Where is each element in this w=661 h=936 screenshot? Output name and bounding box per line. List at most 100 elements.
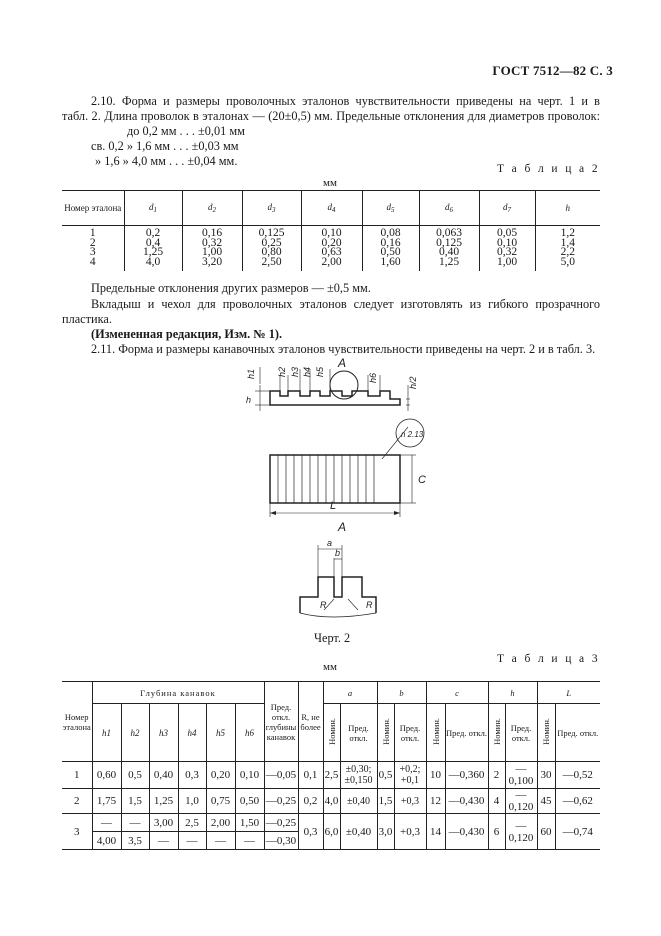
table3-cell: 2,5 bbox=[177, 813, 207, 832]
table2-cell: 2 bbox=[89, 236, 96, 249]
table3-cell: — bbox=[234, 831, 265, 850]
table3-cell: +0,2; +0,1 bbox=[393, 761, 427, 789]
table3-header-l: L bbox=[536, 681, 600, 704]
table2-header-col: d1 bbox=[123, 190, 182, 226]
table2-header-col: d4 bbox=[300, 190, 362, 226]
table3-cell: +0,3 bbox=[393, 788, 427, 814]
table2-spacer-cell bbox=[300, 267, 362, 271]
table3-header-nominal: Номин. bbox=[487, 703, 506, 762]
table3-nominal-label: Номин. bbox=[541, 717, 551, 745]
table3-header-limit: Пред. откл. bbox=[554, 703, 600, 762]
table3-unit: мм bbox=[323, 661, 337, 673]
table2-cell: 1,60 bbox=[361, 256, 419, 267]
table2-cell: 0,05 bbox=[478, 225, 535, 239]
table3-limit-label: Пред. откл. bbox=[446, 727, 487, 738]
table2-cell: 2,50 bbox=[241, 256, 301, 267]
table2-header-symbol: d bbox=[208, 202, 213, 212]
table3-cell: 0,3 bbox=[177, 761, 207, 789]
table3-caption: Т а б л и ц а 3 bbox=[496, 653, 600, 665]
table3-cell: —0,25 bbox=[263, 788, 299, 814]
table3-cell: 4,0 bbox=[322, 788, 341, 814]
table3-cell: 1 bbox=[62, 761, 93, 789]
dim-l-label: L bbox=[330, 500, 336, 512]
table3-header-groove: Глубина канавок bbox=[91, 681, 265, 704]
table3: Номер эталона Глубина канавок Пред. откл… bbox=[62, 681, 600, 850]
table2-header-subscript: 1 bbox=[153, 206, 158, 214]
table3-cell: 1,75 bbox=[91, 788, 122, 814]
table2-cell: 5,0 bbox=[534, 256, 600, 267]
table3-cell: 6,0 bbox=[322, 813, 341, 850]
table2-header-col: d6 bbox=[418, 190, 479, 226]
table3-cell: 0,1 bbox=[297, 761, 324, 789]
radius-label-right: R bbox=[366, 600, 373, 610]
table2-cell: 0,08 bbox=[361, 225, 419, 239]
table3-cell: —0,430 bbox=[444, 813, 489, 850]
table3-nominal-label: Номин. bbox=[491, 717, 502, 745]
table3-cell: 0,10 bbox=[234, 761, 265, 789]
table3-cell: 1,5 bbox=[120, 788, 150, 814]
para-2-11: 2.11. Форма и размеры канавочных эталоно… bbox=[91, 342, 596, 356]
table2-cell: 1,25 bbox=[123, 247, 182, 258]
table2-cell: 1,00 bbox=[181, 247, 242, 258]
table2-cell: 0,063 bbox=[418, 225, 479, 239]
table3-cell: 6 bbox=[487, 813, 506, 850]
table3-cell: 60 bbox=[536, 813, 556, 850]
table3-header-groove-label: h1 bbox=[102, 727, 111, 738]
dim-h1-label: h1 bbox=[246, 369, 256, 379]
dim-h4-label: h4 bbox=[302, 367, 312, 377]
table3-cell: 0,40 bbox=[148, 761, 179, 789]
table2-header-symbol: d bbox=[149, 202, 154, 212]
table2-spacer-cell bbox=[361, 267, 419, 271]
table2-spacer-cell bbox=[478, 267, 535, 271]
table3-cell: 0,50 bbox=[234, 788, 265, 814]
table3-header-limit: Пред. откл. bbox=[444, 703, 489, 762]
table3-cell: —0,74 bbox=[554, 813, 600, 850]
table3-limit-label: Пред. откл. bbox=[399, 722, 421, 743]
radius-label-left: R bbox=[320, 600, 327, 610]
table3-nominal-label: Номин. bbox=[326, 717, 337, 745]
table2-cell: 2,2 bbox=[534, 247, 600, 258]
table2-caption: Т а б л и ц а 2 bbox=[496, 163, 600, 175]
table3-header-groove-label: h4 bbox=[187, 727, 197, 738]
table2-header-subscript: 4 bbox=[332, 206, 336, 214]
table3-cell: +0,3 bbox=[393, 813, 427, 850]
table2-header-symbol: d bbox=[267, 202, 273, 212]
table3-cell: 2,00 bbox=[205, 813, 236, 832]
detail-a-title: A bbox=[337, 520, 346, 534]
table2-cell: 0,32 bbox=[181, 237, 242, 248]
table2-cell: 0,16 bbox=[361, 237, 419, 248]
table3-cell: 3,00 bbox=[148, 813, 179, 832]
table3-cell: — bbox=[205, 831, 236, 850]
table3-cell: 0,75 bbox=[205, 788, 236, 814]
table3-cell: —0,360 bbox=[444, 761, 489, 789]
table3-header-nominal: Номин. bbox=[376, 703, 395, 762]
drawing-caption: Черт. 2 bbox=[314, 631, 351, 645]
table3-cell: 3 bbox=[62, 813, 93, 850]
detail-a-marker: A bbox=[337, 356, 346, 370]
table2-cell: 0,4 bbox=[123, 237, 182, 248]
groove-standard-drawing: h h1 h2 h3 h4 h5 h6 A h/2 n 2.13 C L A bbox=[246, 356, 426, 618]
table3-cell: 1,25 bbox=[148, 788, 179, 814]
table3-header-row1: Номер эталона Глубина канавок Пред. откл… bbox=[62, 681, 600, 762]
table3-header-a: a bbox=[322, 681, 378, 704]
table2-cell: 0,125 bbox=[241, 225, 301, 239]
table3-cell: —0,52 bbox=[554, 761, 600, 789]
table3-nominal-label: Номин. bbox=[430, 717, 441, 745]
table3-cell: —0,430 bbox=[444, 788, 489, 814]
amendment-note: (Измененная редакция, Изм. № 1). bbox=[91, 327, 283, 341]
table3-header-h: h bbox=[487, 681, 538, 704]
table2-cell: 2,00 bbox=[300, 256, 362, 267]
table3-cell: ±0,40 bbox=[339, 788, 378, 814]
table3-cell: 30 bbox=[536, 761, 556, 789]
table3-cell: 0,20 bbox=[205, 761, 236, 789]
table3-header-limit: Пред. откл. bbox=[504, 703, 538, 762]
table2-cell: 0,25 bbox=[241, 237, 301, 248]
insert-text-line1: Вкладыш и чехол для проволочных эталонов… bbox=[91, 297, 600, 311]
insert-text-line2: пластика. bbox=[62, 312, 112, 326]
table2-cell: 0,63 bbox=[300, 247, 362, 258]
table3-header-limit: Пред. откл. bbox=[393, 703, 427, 762]
